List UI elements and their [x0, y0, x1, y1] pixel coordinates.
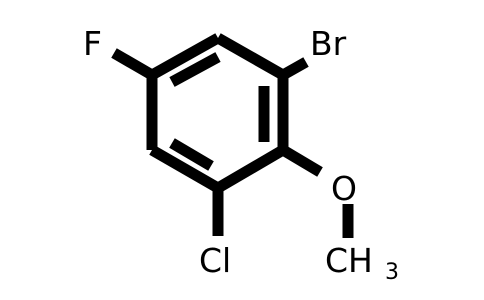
inner-double-bond-top	[169, 52, 221, 87]
oxygen-bond	[280, 145, 323, 177]
inner-double-bond-bottom-left	[169, 138, 214, 171]
bromine-bond	[280, 57, 309, 80]
chlorine-label: Cl	[199, 241, 231, 280]
ring-bond-bottom-right	[215, 145, 286, 193]
fluorine-label: F	[83, 24, 102, 63]
methyl-carbon-label: CH	[325, 241, 373, 280]
fluorine-bond	[111, 48, 155, 80]
ring-bond-top-right	[215, 33, 286, 80]
methyl-subscript-label: 3	[385, 260, 399, 285]
oxygen-label: O	[331, 169, 357, 208]
ring-bond-bottom-left	[149, 145, 221, 193]
bromine-label: Br	[310, 24, 347, 63]
ring-bond-top-left	[149, 33, 221, 80]
